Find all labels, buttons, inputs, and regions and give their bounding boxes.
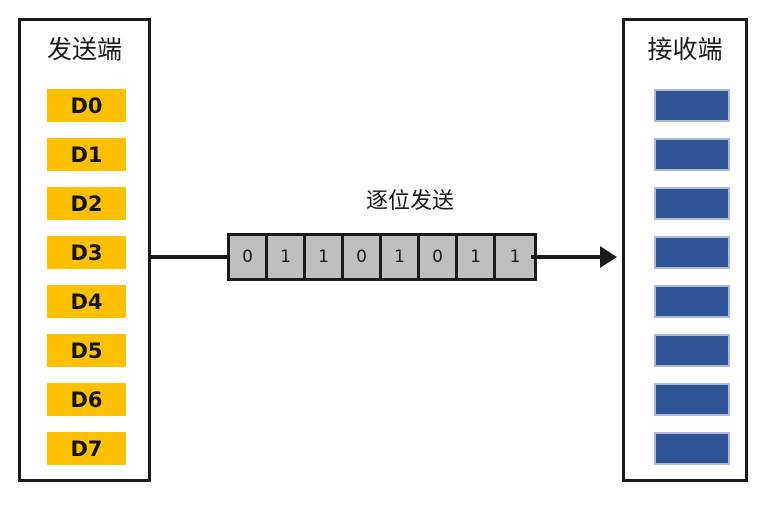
sender-data-bar-5: D5	[47, 334, 126, 367]
sender-data-bar-label: D4	[70, 289, 103, 314]
receiver-data-bar-6	[654, 383, 730, 416]
receiver-panel: 接收端	[622, 18, 748, 482]
wire-segment-right	[531, 255, 603, 259]
wire-segment-left	[148, 255, 227, 259]
sender-data-bar-1: D1	[47, 138, 126, 171]
receiver-data-bar-7	[654, 432, 730, 465]
sender-data-bar-label: D6	[70, 387, 103, 412]
sender-data-bar-3: D3	[47, 236, 126, 269]
sender-data-bar-0: D0	[47, 89, 126, 122]
sender-data-bar-label: D2	[70, 191, 103, 216]
sender-data-bar-label: D5	[70, 338, 103, 363]
bit-cell-2: 1	[306, 236, 344, 278]
bit-cell-5: 0	[420, 236, 458, 278]
arrow-right-icon	[600, 246, 617, 268]
bit-cell-0: 0	[230, 236, 268, 278]
bit-cell-6: 1	[458, 236, 496, 278]
sender-data-bar-7: D7	[47, 432, 126, 465]
sender-data-bar-label: D3	[70, 240, 103, 265]
receiver-data-bar-5	[654, 334, 730, 367]
transmission-label: 逐位发送	[365, 189, 454, 214]
bit-cell-7: 1	[496, 236, 534, 278]
bit-cell-3: 0	[344, 236, 382, 278]
sender-data-bar-4: D4	[47, 285, 126, 318]
receiver-data-bar-2	[654, 187, 730, 220]
sender-data-bar-2: D2	[47, 187, 126, 220]
bit-cell-1: 1	[268, 236, 306, 278]
receiver-data-bar-3	[654, 236, 730, 269]
sender-data-bar-label: D0	[70, 93, 103, 118]
receiver-data-bar-1	[654, 138, 730, 171]
sender-data-bar-label: D7	[70, 436, 103, 461]
receiver-title: 接收端	[647, 35, 723, 64]
receiver-data-bar-0	[654, 89, 730, 122]
sender-title: 发送端	[46, 35, 122, 64]
receiver-data-bar-4	[654, 285, 730, 318]
sender-data-bar-6: D6	[47, 383, 126, 416]
sender-data-bar-label: D1	[70, 142, 103, 167]
bit-cell-4: 1	[382, 236, 420, 278]
